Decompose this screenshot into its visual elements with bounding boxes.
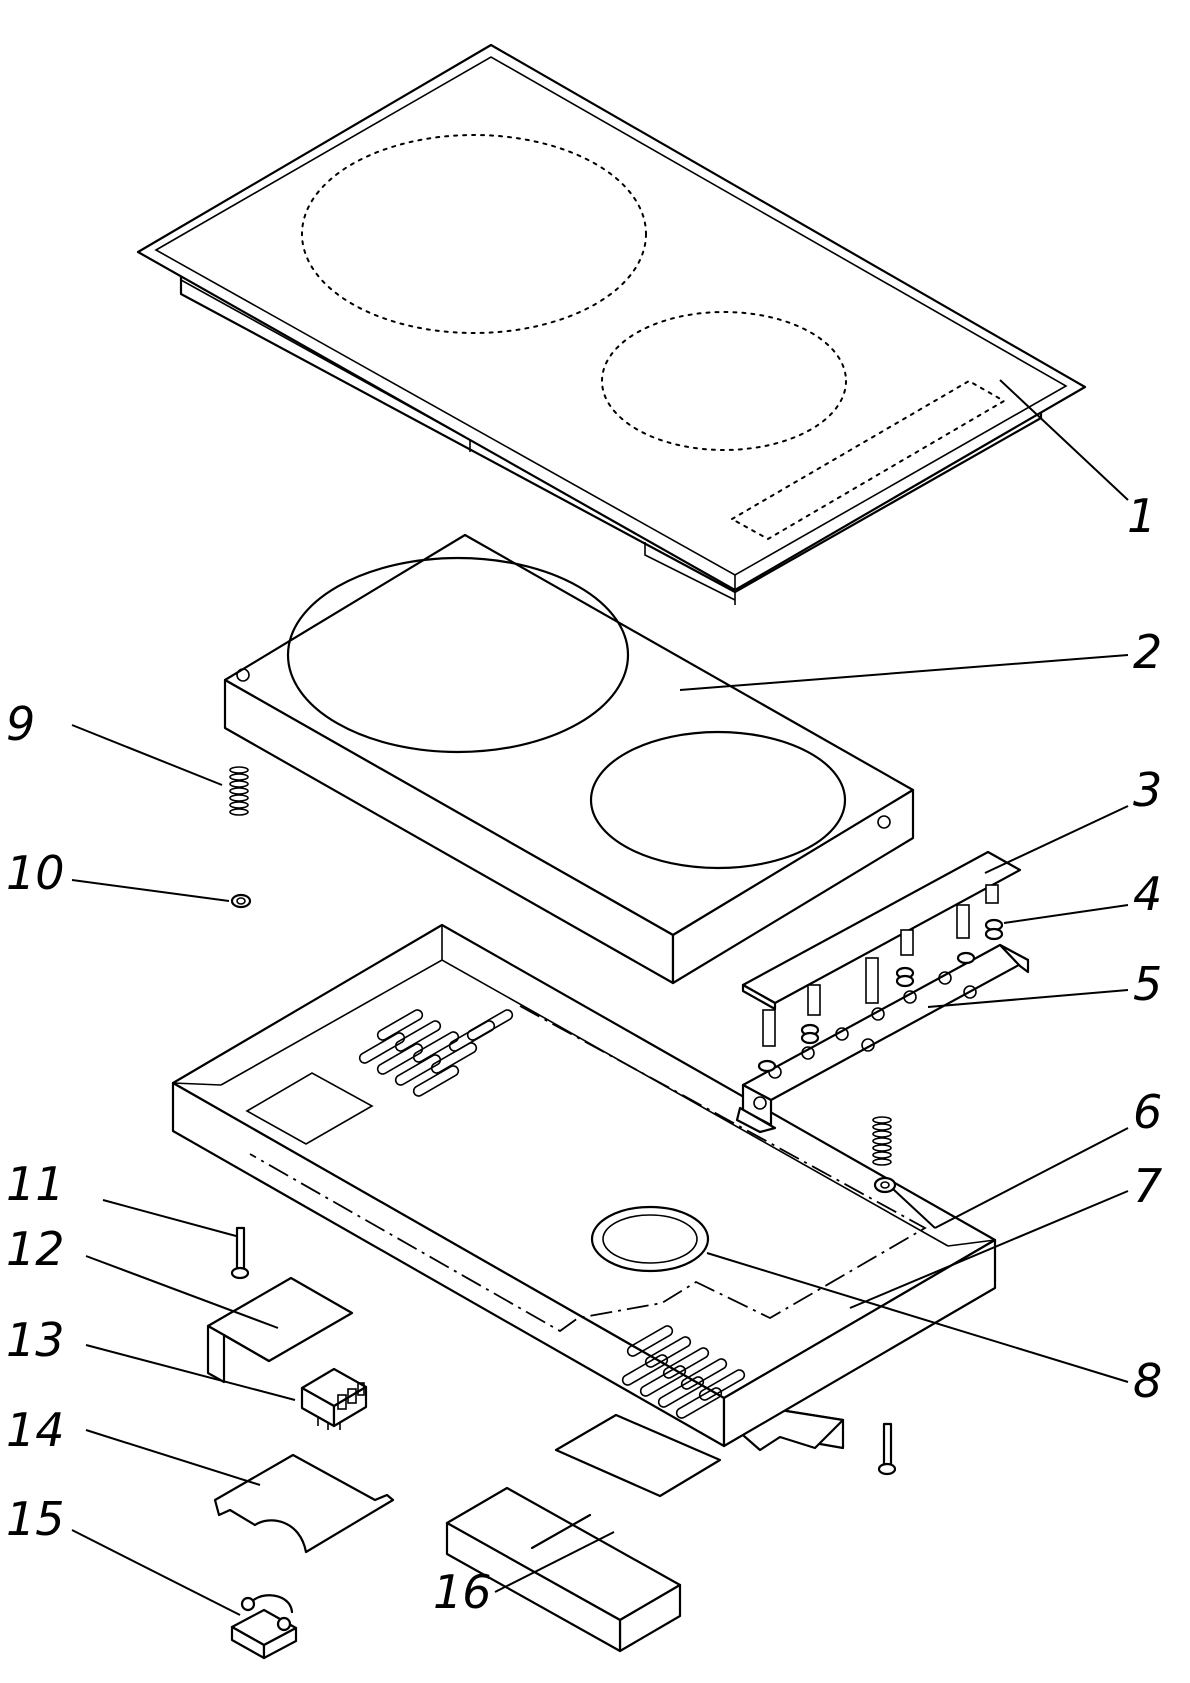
part-5-bracket xyxy=(735,943,1030,1134)
leader-10 xyxy=(71,879,230,902)
leader-13 xyxy=(85,1344,296,1401)
callout-7: 7 xyxy=(1133,1159,1162,1213)
callout-4: 4 xyxy=(1133,867,1162,921)
part-16-support-frame xyxy=(445,1408,845,1653)
callout-13: 13 xyxy=(6,1313,65,1367)
callout-9: 9 xyxy=(6,697,35,751)
leader-1 xyxy=(999,379,1129,501)
part-8-ring xyxy=(590,1205,710,1273)
leader-3 xyxy=(984,805,1129,874)
part-2-coil-block xyxy=(223,533,915,985)
part-4-nuts xyxy=(800,918,1004,1045)
leader-16 xyxy=(494,1531,615,1593)
part-1-glass-top xyxy=(136,43,1087,605)
leader-11 xyxy=(102,1199,237,1237)
callout-6: 6 xyxy=(1133,1085,1162,1139)
part-3-control-board xyxy=(741,850,1022,1047)
callout-8: 8 xyxy=(1133,1354,1162,1408)
callout-16: 16 xyxy=(433,1565,492,1619)
part-14-insulation-sheet xyxy=(213,1453,395,1554)
callout-14: 14 xyxy=(6,1403,65,1457)
spring-right xyxy=(872,1116,892,1166)
part-12-cover-plate xyxy=(206,1276,354,1384)
leader-12 xyxy=(85,1255,279,1329)
callout-3: 3 xyxy=(1133,763,1162,817)
callout-1: 1 xyxy=(1127,489,1156,543)
leader-6 xyxy=(934,1127,1129,1229)
part-13-terminal-block xyxy=(300,1367,368,1430)
nut-right xyxy=(873,1176,897,1194)
leader-2 xyxy=(679,654,1129,691)
part-10-nut xyxy=(230,893,252,909)
part-11-screw xyxy=(230,1226,250,1280)
screw-lower-right xyxy=(877,1422,897,1476)
callout-11: 11 xyxy=(6,1157,65,1211)
part-15-cable-clamp xyxy=(230,1594,298,1660)
leader-14 xyxy=(85,1429,261,1486)
callout-10: 10 xyxy=(6,846,65,900)
leader-5 xyxy=(927,989,1129,1008)
leader-9 xyxy=(71,724,223,786)
leader-7 xyxy=(849,1190,1129,1309)
callout-5: 5 xyxy=(1133,957,1162,1011)
leader-15 xyxy=(71,1529,241,1616)
callout-15: 15 xyxy=(6,1492,65,1546)
part-9-spring xyxy=(229,766,249,816)
callout-numbers: 1 2 3 4 5 6 7 8 9 10 11 12 13 14 15 16 xyxy=(6,489,1162,1619)
leader-4 xyxy=(1003,904,1129,924)
callout-2: 2 xyxy=(1133,625,1162,679)
callout-12: 12 xyxy=(6,1222,65,1276)
part-7-housing xyxy=(171,923,997,1448)
leader-8 xyxy=(706,1252,1129,1383)
leader-lines xyxy=(71,379,1129,1616)
